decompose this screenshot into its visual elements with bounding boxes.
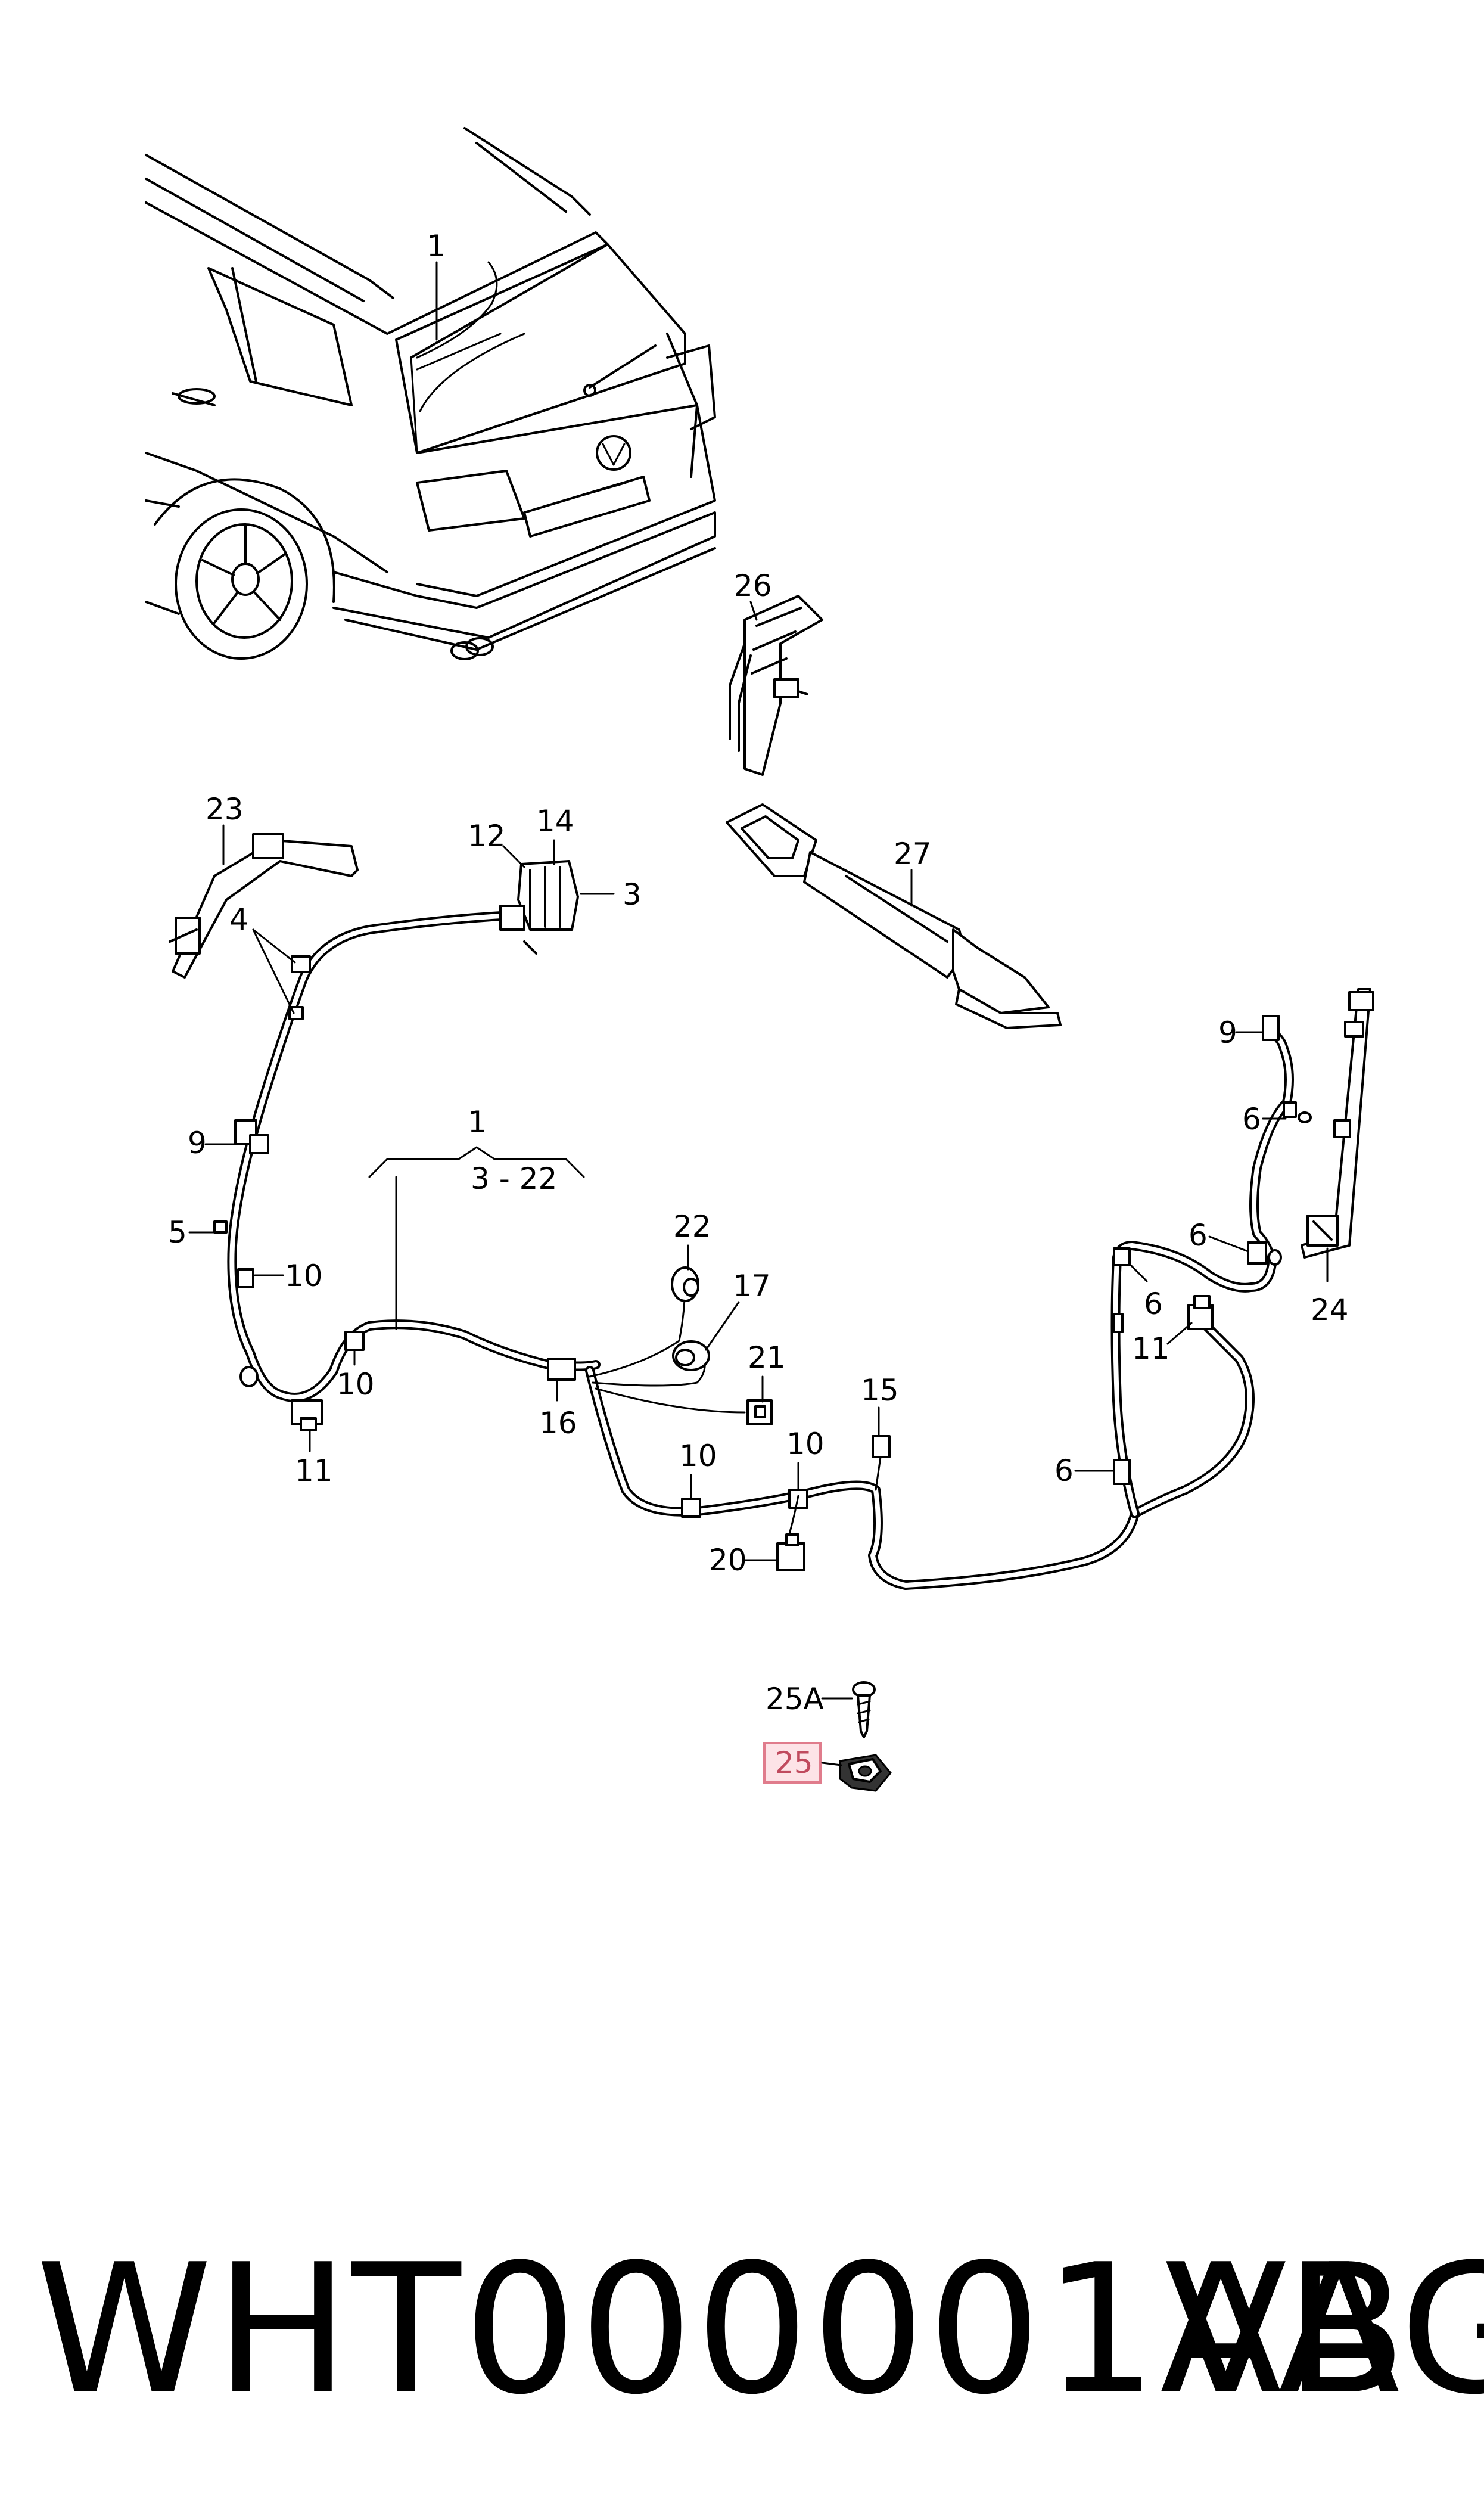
part-25-nut: [839, 1754, 892, 1792]
callout-1-top: 1: [427, 229, 446, 263]
part-number: WHT000001AB: [36, 2226, 1410, 2434]
callout-23: 23: [206, 792, 244, 827]
callout-6-a: 6: [1242, 1102, 1261, 1136]
callout-14: 14: [536, 804, 574, 838]
part-24-bracket: [1301, 988, 1374, 1259]
callout-10-d: 10: [786, 1427, 825, 1461]
callout-10-a: 10: [285, 1259, 323, 1293]
brand-label: VAG: [1165, 2226, 1484, 2434]
callout-20: 20: [709, 1543, 747, 1577]
callout-26: 26: [734, 569, 772, 603]
callout-12: 12: [468, 819, 506, 853]
callout-1-group: 1: [468, 1105, 487, 1139]
highlight-box-25: [763, 1742, 822, 1784]
callout-16: 16: [539, 1406, 577, 1440]
callout-3: 3: [623, 877, 642, 912]
callout-22: 22: [673, 1209, 711, 1244]
callout-24: 24: [1311, 1293, 1349, 1327]
callout-27: 27: [894, 837, 932, 871]
callout-4: 4: [229, 902, 248, 937]
wiring-harness-center: [547, 1266, 1140, 1590]
part-23-bracket: [169, 833, 359, 979]
callout-6-d: 6: [1054, 1453, 1074, 1488]
callout-10-c: 10: [679, 1439, 717, 1473]
wiring-harness-left: [213, 860, 601, 1431]
callout-17: 17: [733, 1269, 771, 1303]
part-27-cable-grommet: [726, 803, 1062, 1029]
part-25A-screw: [852, 1681, 876, 1738]
callout-25A: 25A: [766, 1682, 824, 1716]
callout-25: 25: [775, 1745, 813, 1780]
callout-11-right: 11: [1132, 1331, 1170, 1366]
wiring-harness-right: [1110, 1015, 1312, 1518]
callout-11-left: 11: [295, 1453, 333, 1488]
callout-9-left: 9: [188, 1126, 207, 1160]
callout-9-right: 9: [1218, 1015, 1237, 1050]
part-26-trim-strip: [729, 595, 823, 776]
callout-3-22: 3 - 22: [471, 1161, 557, 1196]
callout-21: 21: [748, 1340, 786, 1375]
callout-15: 15: [861, 1373, 899, 1408]
callout-5: 5: [168, 1215, 187, 1250]
vehicle-illustration: [145, 127, 716, 660]
callout-10-b: 10: [337, 1367, 375, 1402]
callout-6-b: 6: [1189, 1218, 1208, 1253]
callout-6-c: 6: [1144, 1287, 1163, 1321]
